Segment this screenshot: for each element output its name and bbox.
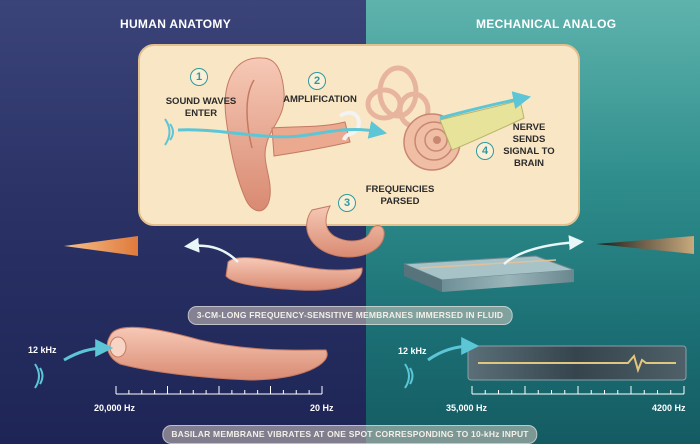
step-1-line-2: ENTER [160, 108, 242, 120]
input-wave-icon-left [35, 364, 43, 388]
step-3-line-1: FREQUENCIES [360, 184, 440, 196]
input-frequency-right: 12 kHz [398, 346, 427, 356]
input-frequency-left: 12 kHz [28, 345, 57, 355]
scale-left-high: 20,000 Hz [94, 403, 135, 413]
frequency-scale-right [472, 386, 684, 394]
step-3-number: 3 [338, 194, 356, 212]
step-4-label: NERVE SENDS SIGNAL TO BRAIN [500, 122, 558, 170]
step-1-label: SOUND WAVES ENTER [160, 96, 242, 120]
membrane-banner: 3-CM-LONG FREQUENCY-SENSITIVE MEMBRANES … [188, 306, 513, 325]
sound-wave-icon [165, 119, 173, 145]
frequency-scale-left [116, 386, 322, 394]
vibration-spot [110, 337, 126, 357]
step-3-label: FREQUENCIES PARSED [360, 184, 440, 208]
ear-canal [272, 122, 350, 156]
mechanical-membrane-slab [404, 256, 574, 292]
input-arrow-left [64, 348, 106, 360]
step-4-line-4: BRAIN [500, 158, 558, 170]
basilar-membrane-large [107, 327, 327, 380]
scale-right-high: 35,000 Hz [446, 403, 487, 413]
step-2-line-1: AMPLIFICATION [276, 94, 364, 106]
frequency-taper-left [64, 236, 138, 256]
input-wave-icon-right [405, 364, 413, 388]
uncoiled-cochlea [307, 206, 385, 257]
input-arrow-right [428, 346, 472, 360]
scale-left-low: 20 Hz [310, 403, 334, 413]
step-1-line-1: SOUND WAVES [160, 96, 242, 108]
step-2-number: 2 [308, 72, 326, 90]
step-2-label: AMPLIFICATION [276, 94, 364, 106]
scale-right-low: 4200 Hz [652, 403, 686, 413]
step-1-number: 1 [190, 68, 208, 86]
unrolled-membrane-small [226, 258, 362, 291]
step-4-line-2: SENDS [500, 134, 558, 146]
step-4-line-3: SIGNAL TO [500, 146, 558, 158]
step-4-number: 4 [476, 142, 494, 160]
frequency-taper-right [596, 236, 694, 254]
vibration-banner: BASILAR MEMBRANE VIBRATES AT ONE SPOT CO… [162, 425, 537, 444]
step-4-line-1: NERVE [500, 122, 558, 134]
step-3-line-2: PARSED [360, 196, 440, 208]
